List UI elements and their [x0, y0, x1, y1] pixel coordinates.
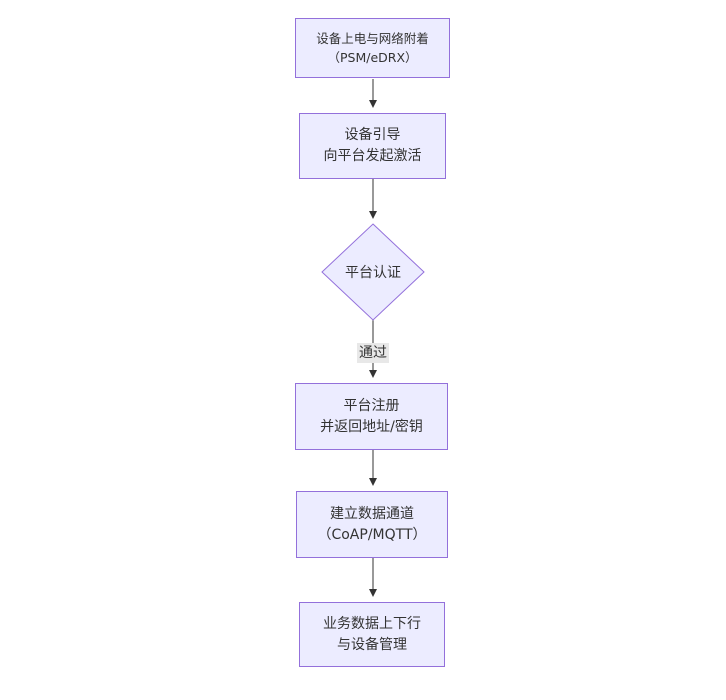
node-platform-auth: 平台认证: [322, 224, 424, 320]
node-bootstrap-line2: 向平台发起激活: [323, 148, 422, 164]
node-platform-register-line2: 并返回地址/密钥: [320, 418, 423, 435]
node-bootstrap: 设备引导 向平台发起激活: [299, 113, 446, 179]
node-business-data-line1: 业务数据上下行: [323, 615, 421, 632]
node-platform-register-line1: 平台注册: [343, 397, 400, 414]
edge-label-pass: 通过: [357, 343, 389, 363]
node-data-channel-line2: （CoAP/MQTT）: [317, 526, 427, 543]
node-data-channel-line1: 建立数据通道: [330, 505, 414, 522]
node-power-attach-line2: （PSM/eDRX）: [327, 50, 418, 65]
node-platform-auth-label: 平台认证: [345, 265, 401, 281]
edge-label-pass-text: 通过: [359, 345, 387, 361]
node-power-attach-line1: 设备上电与网络附着: [316, 31, 429, 46]
node-business-data-line2: 与设备管理: [337, 636, 407, 653]
node-power-attach: 设备上电与网络附着 （PSM/eDRX）: [295, 18, 450, 78]
node-data-channel: 建立数据通道 （CoAP/MQTT）: [296, 491, 448, 558]
decision-diamond-shape: [321, 223, 425, 321]
node-platform-register: 平台注册 并返回地址/密钥: [295, 383, 448, 450]
node-bootstrap-line1: 设备引导: [344, 127, 401, 143]
node-business-data: 业务数据上下行 与设备管理: [299, 602, 445, 667]
